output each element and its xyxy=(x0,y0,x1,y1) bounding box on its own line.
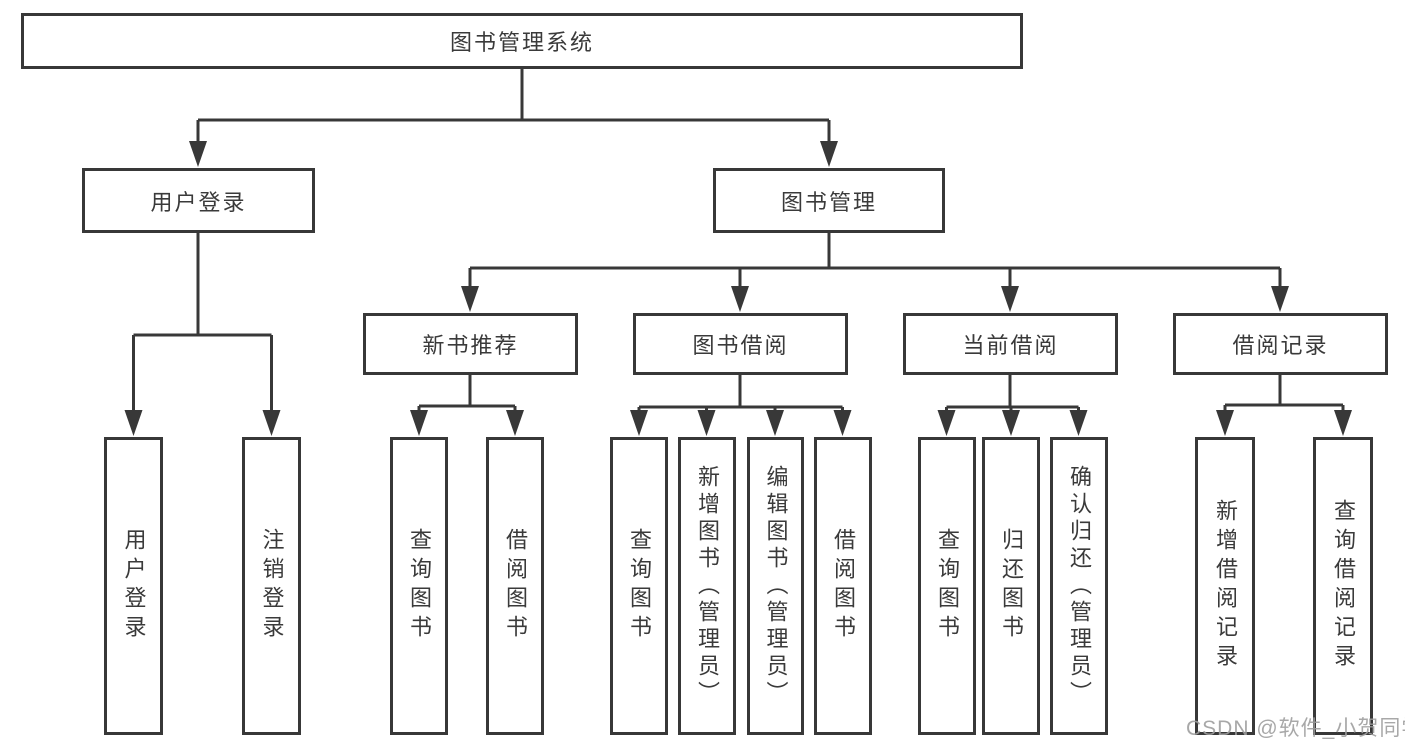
leaf-add-borrow-record-label: 新增借阅记录 xyxy=(1213,499,1238,673)
leaf-current-query-books-label: 查询图书 xyxy=(935,528,960,644)
node-book-borrow: 图书借阅 xyxy=(633,313,848,375)
node-book-management: 图书管理 xyxy=(713,168,945,233)
node-borrow-record: 借阅记录 xyxy=(1173,313,1388,375)
leaf-return-books: 归还图书 xyxy=(982,437,1040,735)
leaf-confirm-return-admin: 确认归还（管理员） xyxy=(1050,437,1108,735)
node-current-borrow-label: 当前借阅 xyxy=(962,333,1059,358)
node-new-book-recommend: 新书推荐 xyxy=(363,313,578,375)
leaf-edit-book-admin: 编辑图书（管理员） xyxy=(747,437,804,735)
leaf-add-book-admin-label: 新增图书（管理员） xyxy=(695,464,720,708)
node-root-label: 图书管理系统 xyxy=(449,30,594,55)
leaf-query-borrow-record: 查询借阅记录 xyxy=(1313,437,1373,735)
node-book-borrow-label: 图书借阅 xyxy=(692,333,789,358)
leaf-newrec-query-books: 查询图书 xyxy=(390,437,448,735)
arrowheads xyxy=(124,141,1352,436)
leaf-logout-label: 注销登录 xyxy=(259,528,285,644)
leaf-add-book-admin: 新增图书（管理员） xyxy=(678,437,736,735)
leaf-user-login-label: 用户登录 xyxy=(121,528,147,644)
node-borrow-record-label: 借阅记录 xyxy=(1232,333,1329,358)
leaf-edit-book-admin-label: 编辑图书（管理员） xyxy=(763,464,789,708)
leaf-query-borrow-record-label: 查询借阅记录 xyxy=(1331,499,1356,673)
node-user-login: 用户登录 xyxy=(82,168,315,233)
leaf-confirm-return-admin-label: 确认归还（管理员） xyxy=(1067,464,1092,708)
leaf-newrec-borrow-books: 借阅图书 xyxy=(486,437,544,735)
leaf-user-login: 用户登录 xyxy=(104,437,163,735)
leaf-current-query-books: 查询图书 xyxy=(918,437,976,735)
leaf-return-books-label: 归还图书 xyxy=(999,528,1024,644)
node-book-management-label: 图书管理 xyxy=(780,189,877,215)
leaf-borrow-books: 借阅图书 xyxy=(814,437,872,735)
csdn-watermark: CSDN @软件_小贺同学 xyxy=(1186,717,1405,740)
node-new-book-recommend-label: 新书推荐 xyxy=(422,333,519,358)
leaf-logout: 注销登录 xyxy=(242,437,301,735)
leaf-borrow-query-books: 查询图书 xyxy=(610,437,668,735)
leaf-add-borrow-record: 新增借阅记录 xyxy=(1195,437,1255,735)
node-user-login-label: 用户登录 xyxy=(150,189,247,215)
node-current-borrow: 当前借阅 xyxy=(903,313,1118,375)
leaf-newrec-borrow-books-label: 借阅图书 xyxy=(503,528,528,644)
node-root: 图书管理系统 xyxy=(21,13,1023,69)
leaf-borrow-books-label: 借阅图书 xyxy=(831,528,856,644)
leaf-newrec-query-books-label: 查询图书 xyxy=(407,528,432,644)
leaf-borrow-query-books-label: 查询图书 xyxy=(627,528,652,644)
